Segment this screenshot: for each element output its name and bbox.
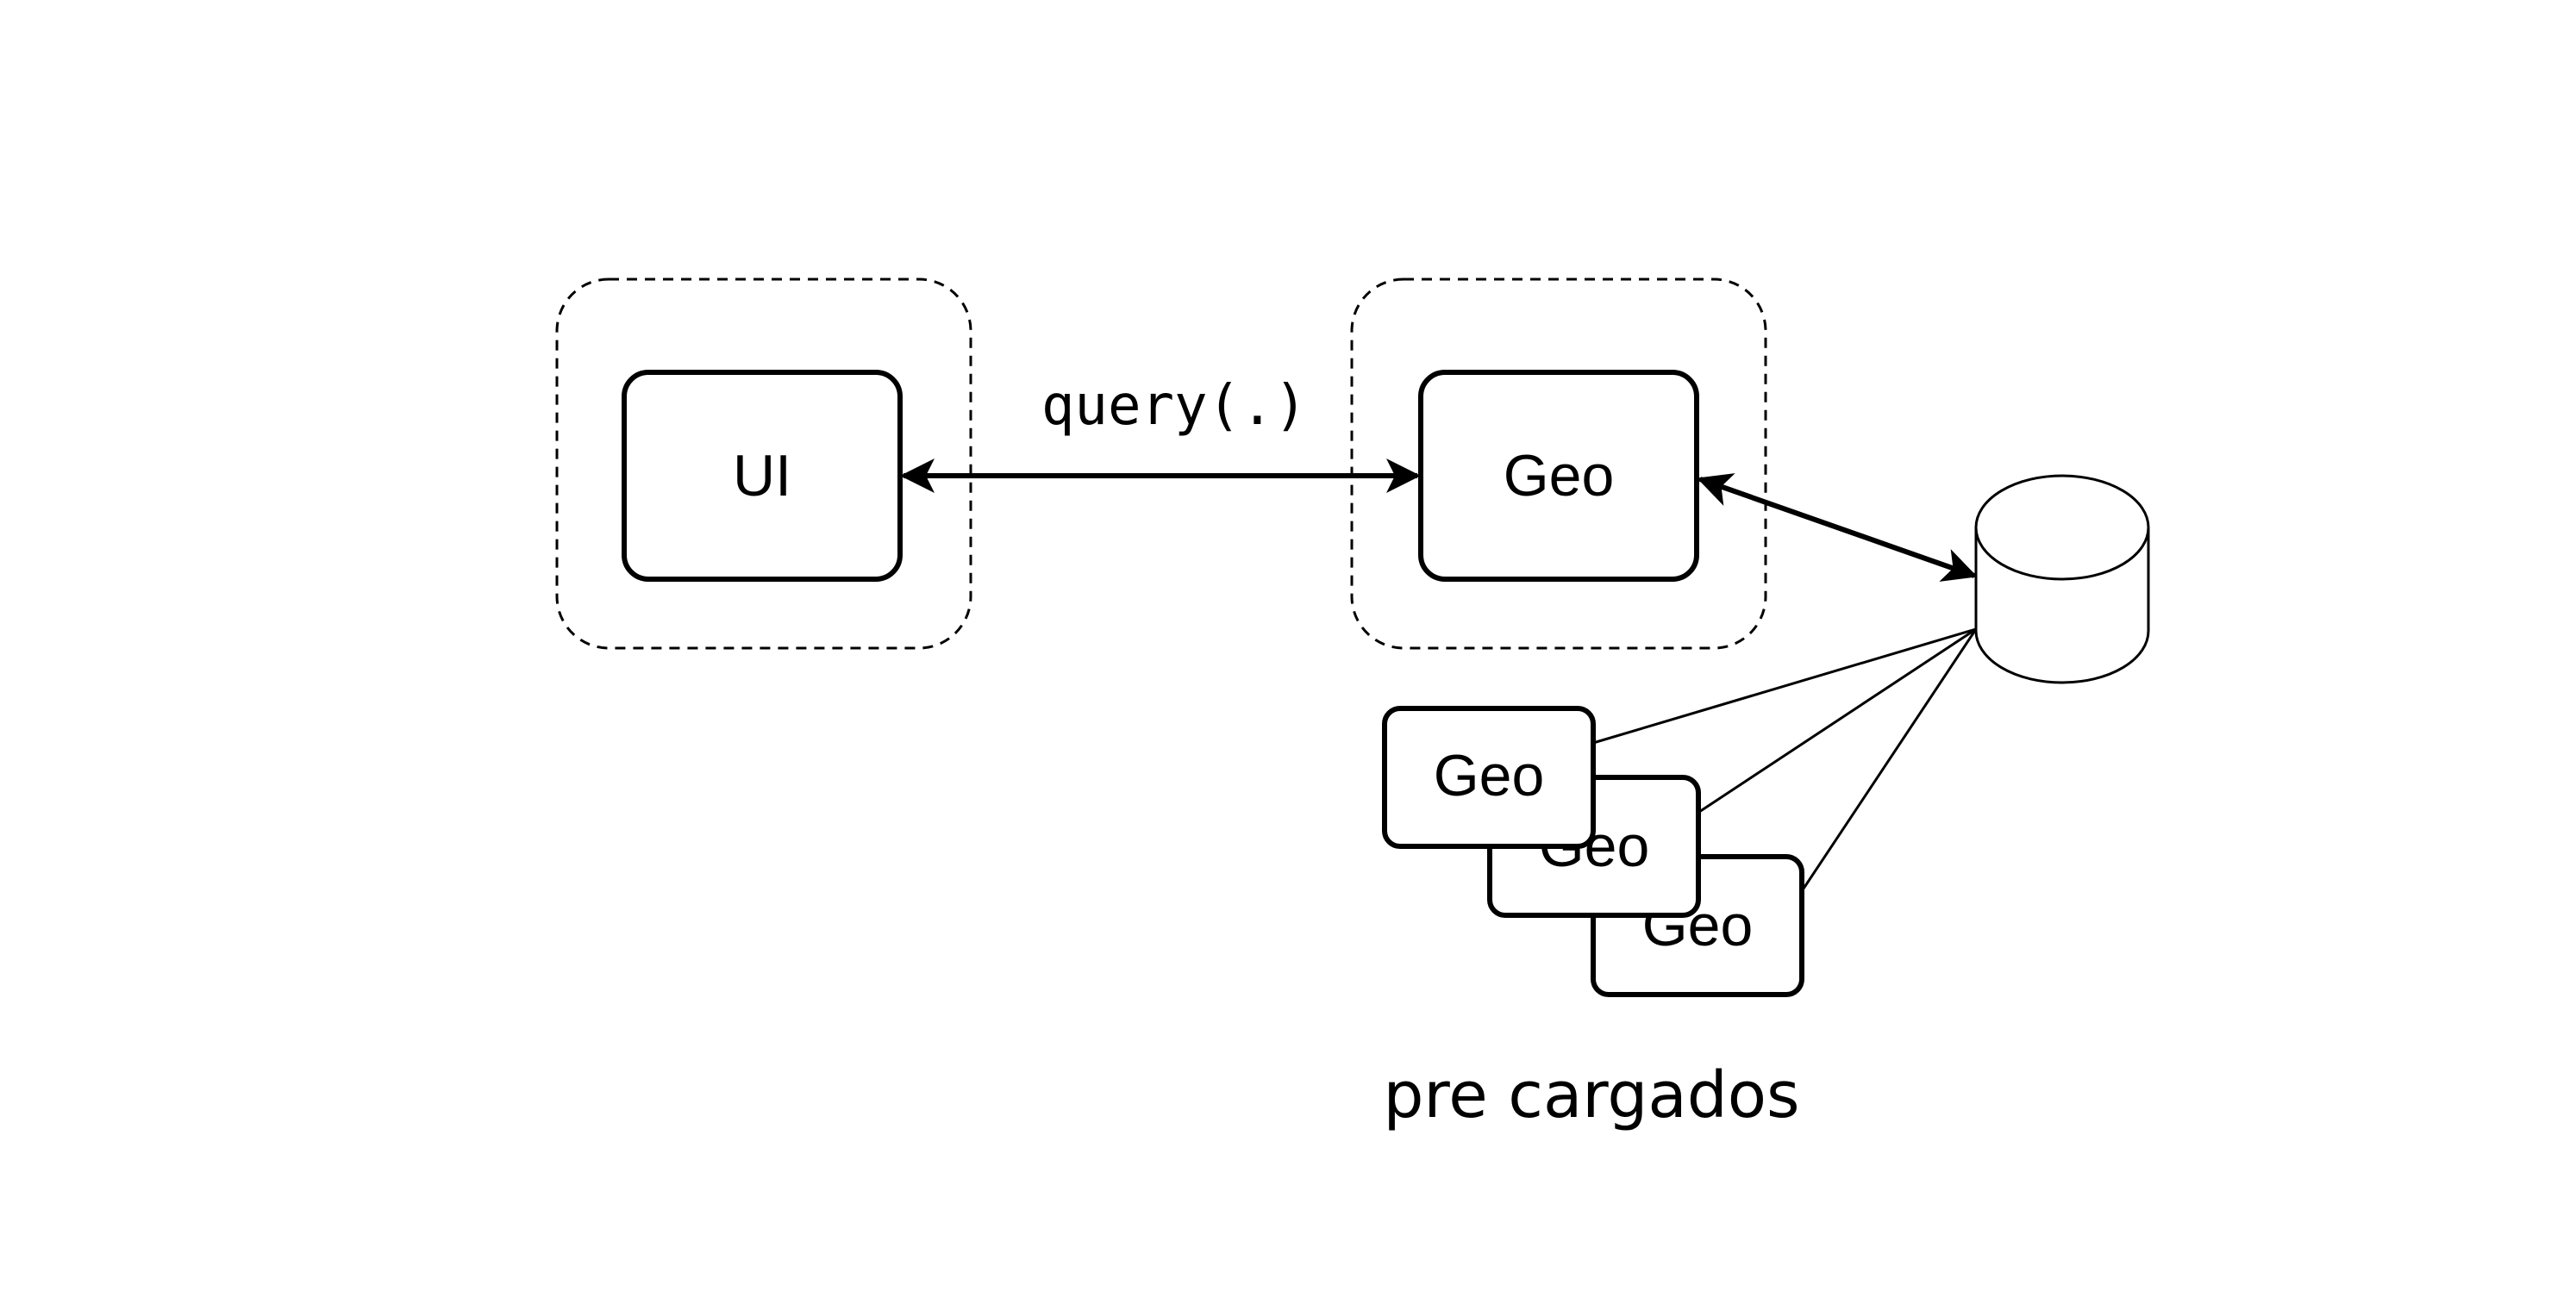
geo-container [1350,278,1767,650]
preloaded-db-line-2 [1696,627,1977,815]
geo-db-arrow [1697,473,1978,582]
preloaded-geo-label-1: Geo [1434,743,1545,808]
ui-node-label: UI [733,443,791,508]
preloaded-db-line-3 [1800,628,1978,892]
database-icon[interactable] [1974,474,2150,684]
preloaded-geo-node-1[interactable]: Geo [1382,706,1596,849]
preloaded-db-line-1 [1592,627,1977,745]
geo-node[interactable]: Geo [1418,370,1699,582]
ui-node[interactable]: UI [622,370,903,582]
ui-container [555,278,972,650]
ui-geo-edge-label: query(.) [1041,374,1307,438]
preloaded-note: pre cargados [1383,1058,1799,1132]
geo-node-label: Geo [1504,443,1615,508]
